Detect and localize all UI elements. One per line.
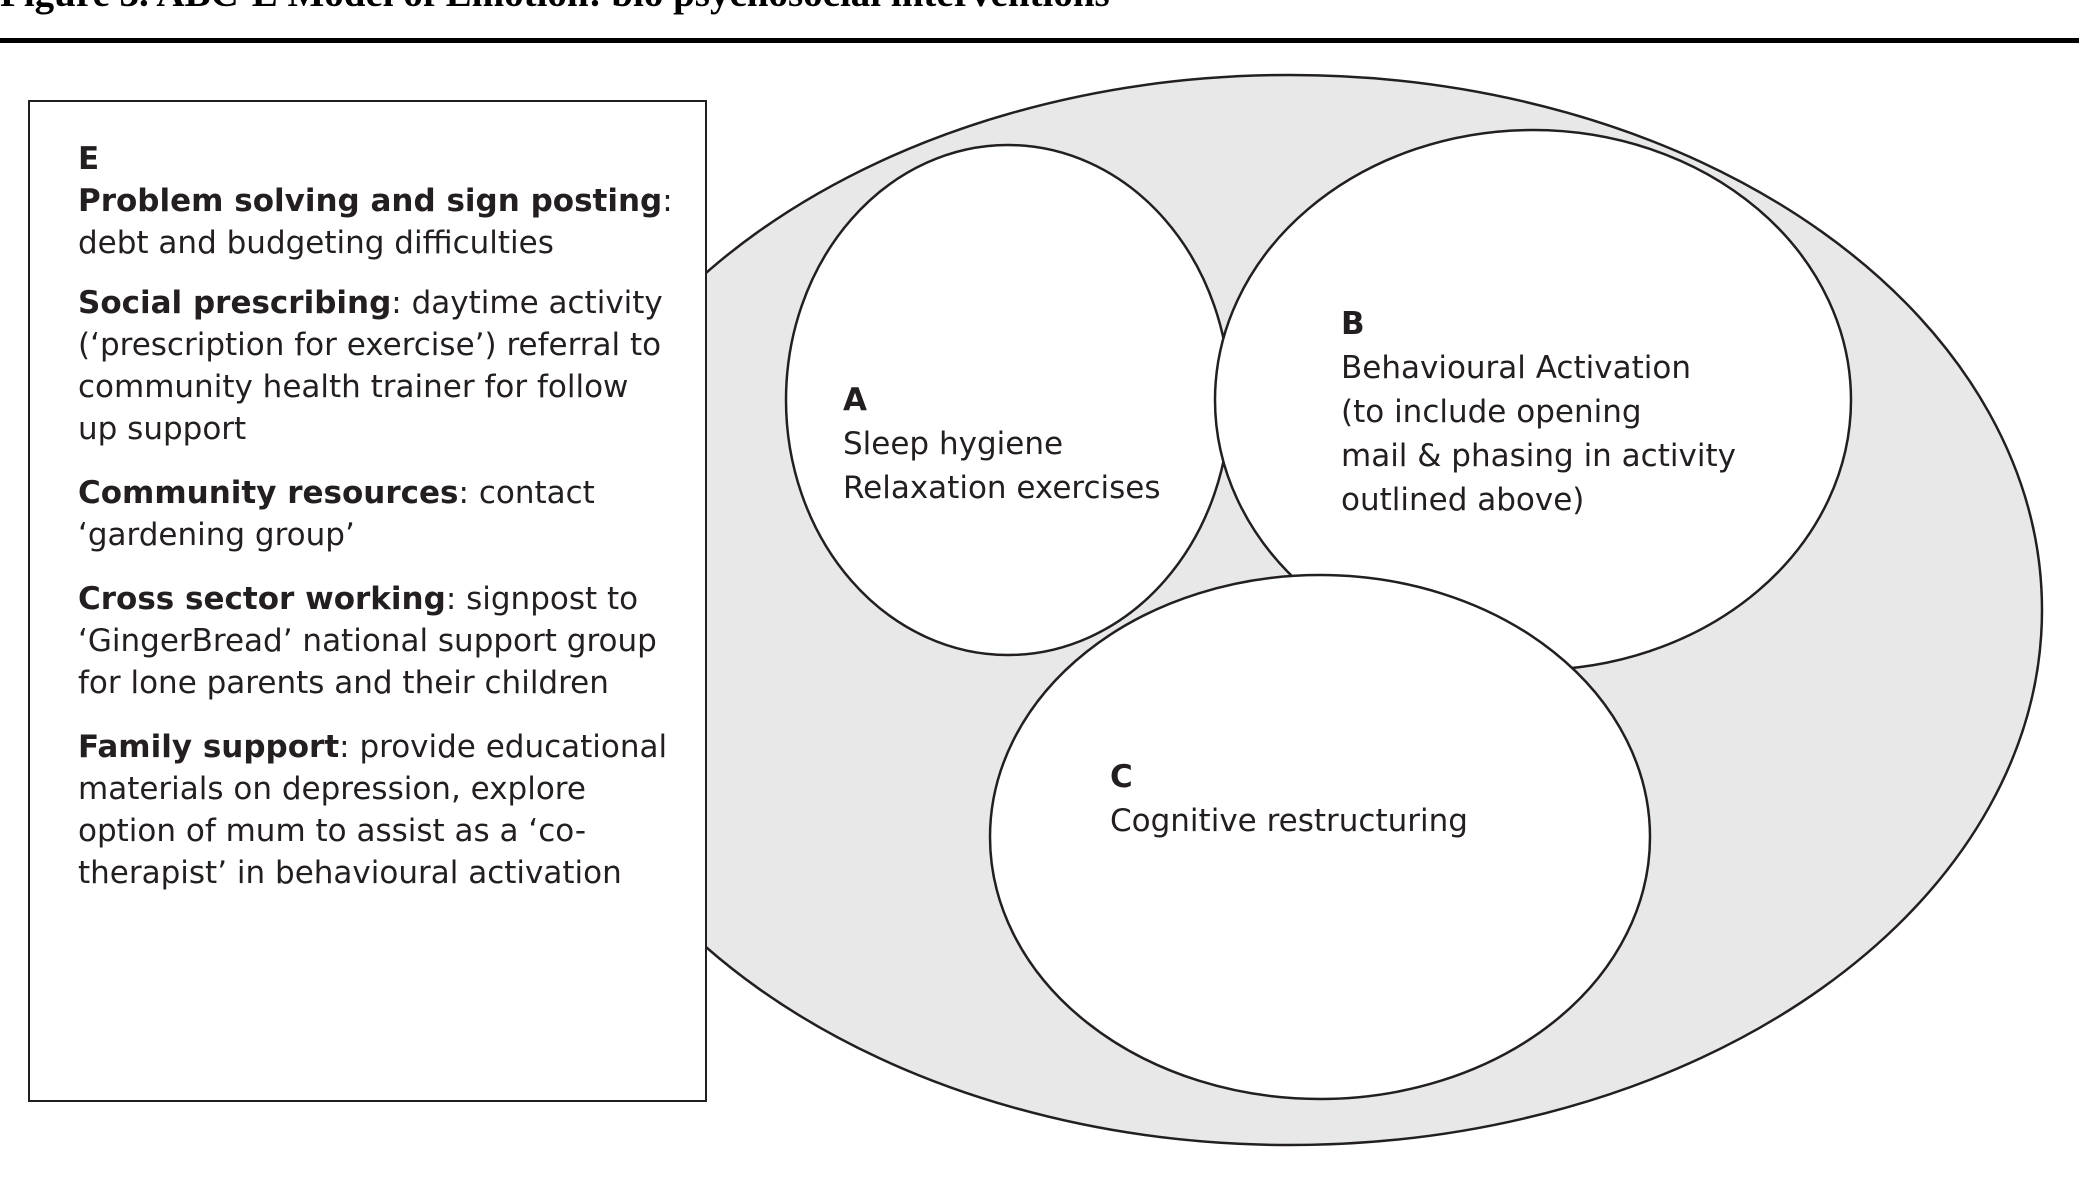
e-entry-4: Family support: provide educational mate…: [78, 726, 676, 894]
ellipse-e-outer: [536, 73, 2044, 1147]
figure-title: Figure 3. ABC-E Model of Emotion: bio ps…: [0, 0, 2079, 16]
venn-label-a-line-2: Relaxation exercises: [843, 470, 1161, 506]
e-entry-0: Problem solving and sign posting: debt a…: [78, 180, 676, 264]
e-entry-4-separator: :: [339, 729, 350, 765]
venn-label-b-letter: B: [1341, 306, 1365, 342]
e-entry-1-body: daytime activity (‘prescription for exer…: [78, 285, 663, 447]
e-entry-3-separator: :: [445, 581, 457, 617]
e-entry-1-separator: :: [391, 285, 402, 321]
e-box-letter: E: [78, 141, 100, 177]
e-entry-2-term: Community resources: [78, 475, 459, 511]
e-entry-2: Community resources: contact ‘gardening …: [78, 472, 676, 556]
venn-label-b-line-2: (to include opening: [1341, 394, 1642, 430]
e-entry-3: Cross sector working: signpost to ‘Ginge…: [78, 578, 676, 704]
e-interventions-box: E Problem solving and sign posting: debt…: [28, 100, 707, 1102]
title-horizontal-rule: [0, 38, 2079, 43]
e-entry-0-body: debt and budgeting difficulties: [78, 225, 554, 261]
e-entry-3-term: Cross sector working: [78, 581, 446, 617]
e-entry-0-separator: :: [662, 183, 673, 219]
venn-label-b-line-1: Behavioural Activation: [1341, 350, 1691, 386]
e-entry-4-body: provide educational materials on depress…: [78, 729, 668, 891]
venn-label-b: B Behavioural Activation (to include ope…: [1341, 302, 1736, 522]
e-entry-2-separator: :: [458, 475, 469, 511]
venn-label-c-letter: C: [1110, 759, 1133, 795]
e-entry-0-term: Problem solving and sign posting: [78, 183, 663, 219]
e-entry-4-term: Family support: [78, 729, 340, 765]
e-interventions-content: E Problem solving and sign posting: debt…: [78, 138, 676, 894]
venn-label-c: C Cognitive restructuring: [1110, 755, 1468, 843]
e-entry-1-term: Social prescribing: [78, 285, 392, 321]
e-entry-1: Social prescribing: daytime activity (‘p…: [78, 282, 676, 450]
e-entry-3-body: signpost to ‘GingerBread’ national suppo…: [78, 581, 657, 701]
venn-label-a-line-1: Sleep hygiene: [843, 426, 1064, 462]
venn-label-b-line-3: mail & phasing in activity: [1341, 438, 1736, 474]
venn-label-b-line-4: outlined above): [1341, 482, 1585, 518]
venn-label-a-letter: A: [843, 382, 867, 418]
e-entry-2-body: contact ‘gardening group’: [78, 475, 595, 553]
venn-label-a: A Sleep hygiene Relaxation exercises: [843, 378, 1161, 510]
venn-label-c-line-1: Cognitive restructuring: [1110, 803, 1468, 839]
